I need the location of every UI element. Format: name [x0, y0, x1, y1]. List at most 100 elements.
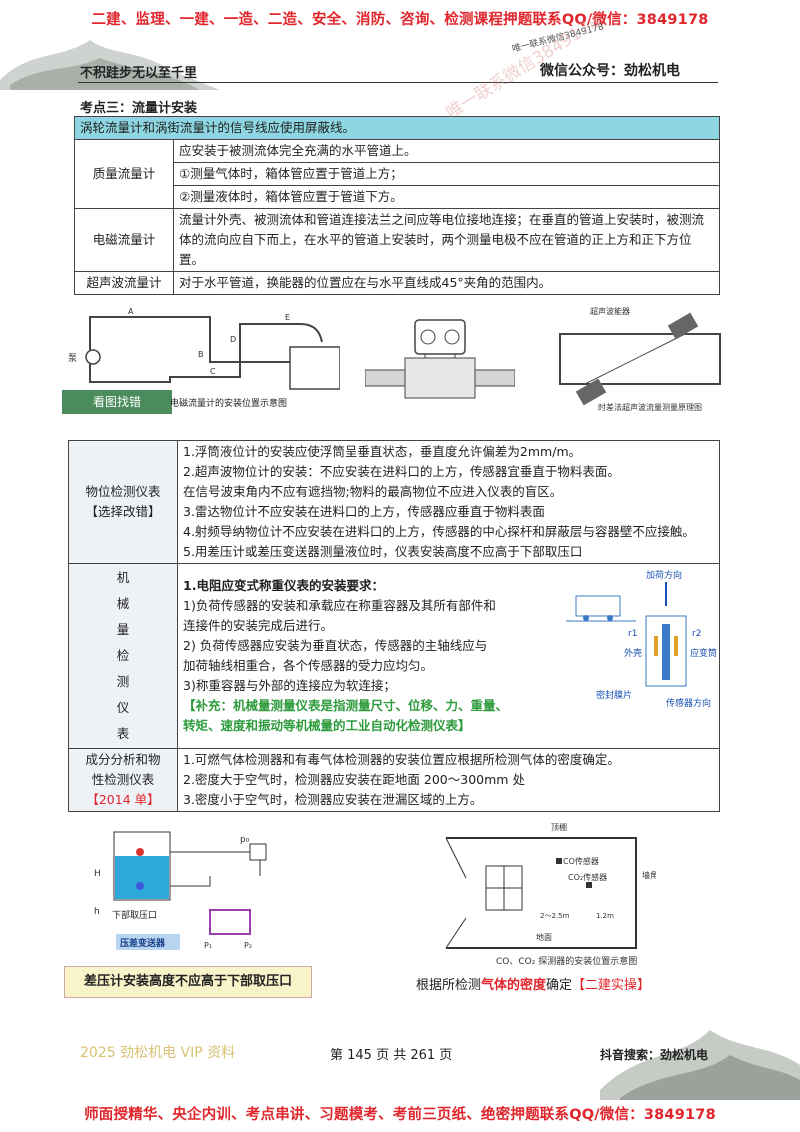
- vip-label: 2025 劲松机电 VIP 资料: [80, 1045, 236, 1061]
- load-sensor-diagram: 加荷方向 r1 r2 外壳 应变筒 密封膜片 传感器方向: [566, 569, 717, 709]
- shell-label: 外壳: [624, 647, 642, 659]
- dp-note-text: 差压计安装高度不应高于下部取压口: [83, 974, 292, 989]
- douyin-search: 抖音搜索：劲松机电: [600, 1048, 709, 1062]
- mech-line-2: 1)负荷传感器的安装和承载应在称重容器及其所有部件和: [183, 598, 496, 613]
- lower-port-label: 下部取压口: [112, 909, 157, 921]
- level-content: 1.浮筒液位计的安装应使浮筒呈垂直状态，垂直度允许偏差为2mm/m。 2.超声波…: [177, 440, 720, 564]
- mech-content: 1.电阻应变式称重仪表的安装要求： 1)负荷传感器的安装和承载应在称重容器及其所…: [177, 563, 720, 749]
- r1-label: r1: [628, 629, 637, 639]
- level-line-5: 4.射频导纳物位计不应安装在进料口的上方，传感器的中心探杆和屏蔽层与容器壁不应接…: [183, 524, 695, 539]
- level-label-cell: 物位检测仪表 【选择改错】: [68, 440, 178, 564]
- level-line-3: 在信号波束角内不应有遮挡物;物料的最高物位不应进入仪表的盲区。: [183, 484, 563, 499]
- level-line-1: 1.浮筒液位计的安装应使浮筒呈垂直状态，垂直度允许偏差为2mm/m。: [183, 444, 582, 459]
- level-label-1: 物位检测仪表: [85, 484, 161, 499]
- level-line-4: 3.雷达物位计不应安装在进料口的上方，传感器应垂直于物料表面: [183, 504, 545, 519]
- top-banner: 二建、监理、一建、一造、二造、安全、消防、咨询、检测课程押题联系QQ/微信：38…: [91, 12, 709, 28]
- gas-content: 1.可燃气体检测器和有毒气体检测器的安装位置应根据所检测气体的密度确定。 2.密…: [177, 748, 720, 812]
- dp-h-label: h: [94, 907, 100, 917]
- us-meter-text: 对于水平管道，换能器的位置应在与水平直线成45°夹角的范围内。: [173, 271, 720, 295]
- ultrasonic-diagram: 超声波能器 时差法超声波流量测量原理图: [559, 306, 721, 412]
- height-label-2: 1.2m: [596, 912, 614, 920]
- flow-meter-table: 涡轮流量计和涡街流量计的信号线应使用屏蔽线。 质量流量计 应安装于被测流体完全充…: [74, 116, 720, 295]
- us-top-label: 超声波能器: [590, 306, 630, 316]
- load-direction-label: 加荷方向: [646, 569, 682, 581]
- gas-note-d: 【二建实操】: [572, 978, 651, 993]
- level-line-2: 2.超声波物位计的安装：不应安装在进料口的上方，传感器宜垂直于物料表面。: [183, 464, 620, 479]
- em-meter-text: 流量计外壳、被测流体和管道连接法兰之间应等电位接地连接；在垂直的管道上安装时，被…: [173, 208, 720, 272]
- section-title: 考点三：流量计安装: [80, 101, 198, 116]
- gas-line-2: 2.密度大于空气时，检测器应安装在距地面 200～300mm 处: [183, 772, 525, 787]
- letter-a: A: [128, 307, 134, 316]
- co2-sensor-label: CO₂传感器: [568, 872, 607, 882]
- gas-label-2: 性检测仪表: [91, 772, 155, 787]
- level-line-6: 5.用差压计或差压变送器测量液位时，仪表安装高度不应高于下部取压口: [183, 544, 583, 559]
- mech-line-5: 加荷轴线相重合，各个传感器的受力应均匀。: [183, 658, 434, 673]
- dp-p1-label: P₁: [204, 941, 212, 950]
- gas-detector-diagram: 顶棚 墙角 CO传感器 CO₂传感器 2～2.5m 1.2m 地面 CO、CO₂…: [445, 822, 656, 967]
- mountain-decoration-bottom: [600, 1030, 800, 1100]
- dp-p-label: p₀: [240, 835, 250, 845]
- header-divider: [78, 82, 718, 83]
- pump-label: 泵: [68, 353, 77, 364]
- flow-intro: 涡轮流量计和涡街流量计的信号线应使用屏蔽线。: [74, 116, 720, 140]
- gas-label-3: 【2014 单】: [86, 792, 160, 807]
- em-meter-label: 电磁流量计: [74, 208, 174, 272]
- level-label-2: 【选择改错】: [85, 504, 161, 519]
- mech-supplement-1: 【补充：机械量测量仪表是指测量尺寸、位移、力、重量、: [183, 698, 509, 713]
- mech-line-3: 连接件的安装完成后进行。: [183, 618, 334, 633]
- mass-row-3: ②测量液体时，箱体管应置于管道下方。: [173, 185, 720, 209]
- find-error-caption: 看图找错: [62, 390, 172, 414]
- mech-char-5: 测: [116, 674, 130, 689]
- transmitter-label: 压差变送器: [120, 937, 166, 949]
- mech-char-1: 机: [116, 570, 130, 585]
- gas-note-b: 气体的密度: [481, 978, 547, 993]
- us-caption: 时差法超声波流量测量原理图: [598, 402, 702, 412]
- mech-supplement-2: 转矩、速度和振动等机械量的工业自动化检测仪表】: [183, 718, 471, 733]
- dp-H-label: H: [94, 869, 101, 879]
- dp-p2-label: P₂: [244, 941, 252, 950]
- gas-label-cell: 成分分析和物 性检测仪表 【2014 单】: [68, 748, 178, 812]
- floor-label: 地面: [536, 932, 552, 942]
- pump-icon: [85, 349, 101, 365]
- gauge-label: 应变筒: [690, 647, 717, 659]
- gas-label-1: 成分分析和物: [85, 752, 161, 767]
- mass-row-2: ①测量气体时，箱体管应置于管道上方；: [173, 162, 720, 186]
- level-instrument-table: 物位检测仪表 【选择改错】 1.浮筒液位计的安装应使浮筒呈垂直状态，垂直度允许偏…: [68, 440, 720, 812]
- page-number: 第 145 页 共 261 页: [330, 1048, 453, 1063]
- us-meter-label: 超声波流量计: [74, 271, 174, 295]
- co-sensor-label: CO传感器: [563, 856, 599, 866]
- piping-diagram: 泵 A B C D E: [68, 307, 340, 390]
- mass-row-1: 应安装于被测流体完全充满的水平管道上。: [173, 139, 720, 163]
- mech-char-2: 械: [116, 596, 130, 611]
- seal-label: 密封膜片: [596, 689, 632, 701]
- mech-line-4: 2) 负荷传感器应安装为垂直状态，传感器的主轴线应与: [183, 638, 488, 653]
- mech-char-6: 仪: [116, 700, 130, 715]
- letter-e: E: [285, 313, 290, 322]
- r2-label: r2: [692, 629, 701, 639]
- dp-transmitter-diagram: H h p₀ P₁ P₂ 下部取压口 压差变送器: [94, 831, 267, 950]
- header-wechat: 微信公众号：劲松机电: [540, 63, 680, 79]
- ceiling-label: 顶棚: [551, 822, 567, 832]
- sensor-direction-label: 传感器方向: [666, 697, 711, 709]
- mech-line-1: 1.电阻应变式称重仪表的安装要求：: [183, 578, 384, 593]
- bottom-banner: 师面授精华、央企内训、考点串讲、习题模考、考前三页纸、绝密押题联系QQ/微信：3…: [84, 1107, 716, 1123]
- height-label-1: 2～2.5m: [540, 912, 570, 920]
- letter-c: C: [210, 367, 216, 376]
- gas-note-a: 根据所检测: [416, 978, 482, 993]
- gas-note: 根据所检测气体的密度确定【二建实操】: [416, 974, 650, 993]
- flow-intro-text: 涡轮流量计和涡街流量计的信号线应使用屏蔽线。: [80, 120, 356, 135]
- mech-line-6: 3)称重容器与外部的连接应为软连接；: [183, 678, 396, 693]
- letter-d: D: [230, 335, 236, 344]
- mass-meter-label: 质量流量计: [74, 139, 174, 209]
- gas-line-3: 3.密度小于空气时，检测器应安装在泄漏区域的上方。: [183, 792, 483, 807]
- tank-icon: [289, 346, 340, 390]
- mech-char-3: 量: [116, 622, 130, 637]
- gas-note-c: 确定: [546, 978, 573, 993]
- em-meter-diagram: [365, 319, 515, 399]
- gas-diagram-caption: CO、CO₂ 探测器的安装位置示意图: [496, 955, 637, 967]
- wall-label: 墙角: [642, 870, 656, 880]
- letter-b: B: [198, 350, 204, 359]
- mech-label-cell: 机 械 量 检 测 仪 表: [68, 563, 178, 749]
- gas-line-1: 1.可燃气体检测器和有毒气体检测器的安装位置应根据所检测气体的密度确定。: [183, 752, 620, 767]
- header-motto: 不积跬步无以至千里: [80, 66, 198, 81]
